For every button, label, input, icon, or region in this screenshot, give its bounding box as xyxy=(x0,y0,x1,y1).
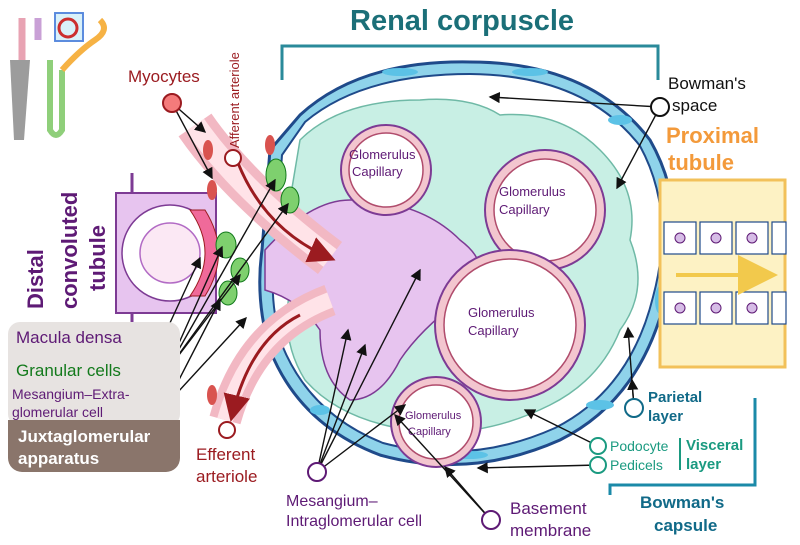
label-efferent-1: Efferent xyxy=(196,445,256,464)
renal-corpuscle-bracket xyxy=(280,44,660,80)
label-proximal-1: Proximal xyxy=(666,123,759,148)
label-mesangium-intra-1: Mesangium– xyxy=(286,493,378,510)
label-bowmans-space-1: Bowman's xyxy=(668,74,746,93)
label-visceral-1: Visceral xyxy=(686,437,744,454)
label-capillary-1a: Glomerulus xyxy=(349,147,416,162)
label-distal-2: convoluted xyxy=(57,191,82,309)
label-afferent-arteriole: Afferent arteriole xyxy=(227,52,242,148)
label-bowmans-capsule-1: Bowman's xyxy=(640,493,725,512)
label-distal-1: Distal xyxy=(23,249,48,309)
label-capillary-3a: Glomerulus xyxy=(468,305,535,320)
label-bowmans-capsule-2: capsule xyxy=(654,516,718,535)
label-myocytes: Myocytes xyxy=(128,67,200,86)
nephron-thumbnail xyxy=(10,12,107,140)
efferent-arteriole xyxy=(207,285,336,425)
label-parietal-1: Parietal xyxy=(648,389,703,406)
label-jga-1: Juxtaglomerular xyxy=(18,427,151,446)
afferent-arteriole xyxy=(178,113,343,274)
label-basement-1: Basement xyxy=(510,499,587,518)
label-macula-densa: Macula densa xyxy=(16,328,122,347)
jga-title-panel xyxy=(8,420,180,472)
label-capillary-3b: Capillary xyxy=(468,323,519,338)
label-bowmans-space-2: space xyxy=(672,96,718,115)
glomerular-capillaries xyxy=(340,124,606,468)
label-pedicels: Pedicels xyxy=(610,457,663,473)
label-distal-3: tubule xyxy=(85,225,110,291)
label-jga-2: apparatus xyxy=(18,449,100,468)
label-capillary-2a: Glomerulus xyxy=(499,184,566,199)
jga-panel xyxy=(8,322,180,426)
label-capillary-4a: Glomerulus xyxy=(405,410,462,422)
label-efferent-2: arteriole xyxy=(196,467,258,486)
distal-tubule xyxy=(115,173,219,340)
proximal-tubule xyxy=(658,178,787,369)
label-podocyte: Podocyte xyxy=(610,438,669,454)
label-parietal-2: layer xyxy=(648,408,684,425)
label-mesangium-extra-1: Mesangium–Extra- xyxy=(12,386,130,402)
label-mesangium-extra-2: glomerular cell xyxy=(12,404,104,420)
label-proximal-2: tubule xyxy=(668,150,734,175)
label-mesangium-intra-2: Intraglomerular cell xyxy=(286,513,423,530)
label-capillary-4b: Capillary xyxy=(408,426,451,438)
label-capillary-1b: Capillary xyxy=(352,164,403,179)
label-granular-cells: Granular cells xyxy=(16,361,121,380)
label-capillary-2b: Capillary xyxy=(499,202,550,217)
bowmans-capsule-bracket xyxy=(608,398,757,495)
label-renal-corpuscle: Renal corpuscle xyxy=(350,5,575,37)
label-basement-2: membrane xyxy=(510,521,592,540)
label-visceral-2: layer xyxy=(686,456,722,473)
